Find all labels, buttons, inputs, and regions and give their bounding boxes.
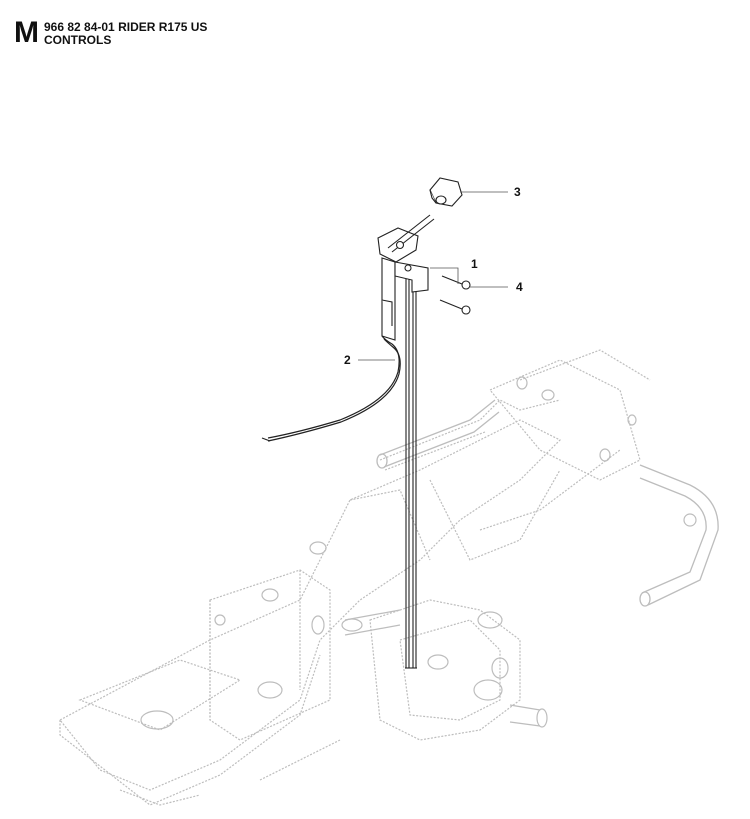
callout-1: 1 bbox=[471, 257, 478, 271]
control-lever-assembly bbox=[377, 214, 435, 341]
callout-4: 4 bbox=[516, 280, 523, 294]
callout-2: 2 bbox=[344, 353, 351, 367]
axle-shaft bbox=[344, 609, 548, 728]
diagram-header: M 966 82 84-01 RIDER R175 US CONTROLS bbox=[14, 18, 207, 48]
callout-3: 3 bbox=[514, 185, 521, 199]
throttle-cable bbox=[261, 335, 401, 442]
section-letter: M bbox=[14, 16, 39, 49]
leader-lines bbox=[358, 191, 508, 361]
title-block: 966 82 84-01 RIDER R175 US CONTROLS bbox=[44, 18, 207, 47]
throttle-rods bbox=[405, 270, 417, 669]
chassis-holes bbox=[140, 376, 697, 730]
model-title: 966 82 84-01 RIDER R175 US bbox=[44, 20, 208, 34]
rear-tube bbox=[376, 399, 719, 607]
section-title: CONTROLS bbox=[44, 33, 112, 47]
bolts bbox=[439, 275, 471, 315]
chassis-frame bbox=[59, 349, 651, 806]
throttle-knob bbox=[429, 177, 463, 207]
